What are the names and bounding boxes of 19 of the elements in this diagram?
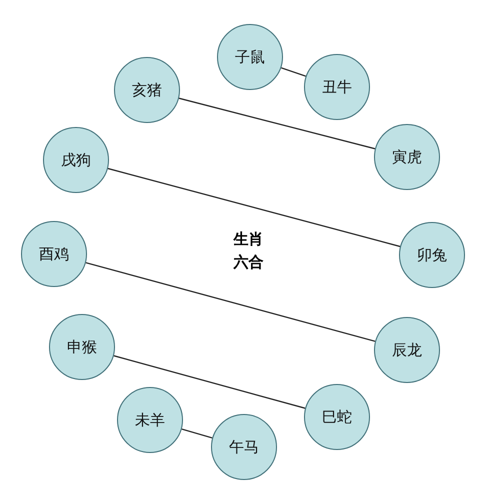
circle-node: 未羊 <box>117 387 183 453</box>
connector-line <box>182 428 212 438</box>
connector-line <box>86 262 376 342</box>
circle-node: 子鼠 <box>217 24 283 90</box>
connector-line <box>178 98 376 150</box>
circle-node: 巳蛇 <box>304 384 370 450</box>
circle-node: 申猴 <box>49 314 115 380</box>
circle-node: 戌狗 <box>43 127 109 193</box>
circle-node: 丑牛 <box>304 54 370 120</box>
circle-node: 酉鸡 <box>21 221 87 287</box>
connector-line <box>114 355 306 409</box>
circle-node: 卯兔 <box>399 222 465 288</box>
circle-node: 亥猪 <box>114 57 180 123</box>
connector-line <box>108 168 400 248</box>
circle-node: 辰龙 <box>374 317 440 383</box>
connector-line <box>281 67 306 77</box>
center-title: 生肖六合 <box>232 229 264 272</box>
circle-node: 寅虎 <box>374 124 440 190</box>
circle-node: 午马 <box>211 414 277 480</box>
